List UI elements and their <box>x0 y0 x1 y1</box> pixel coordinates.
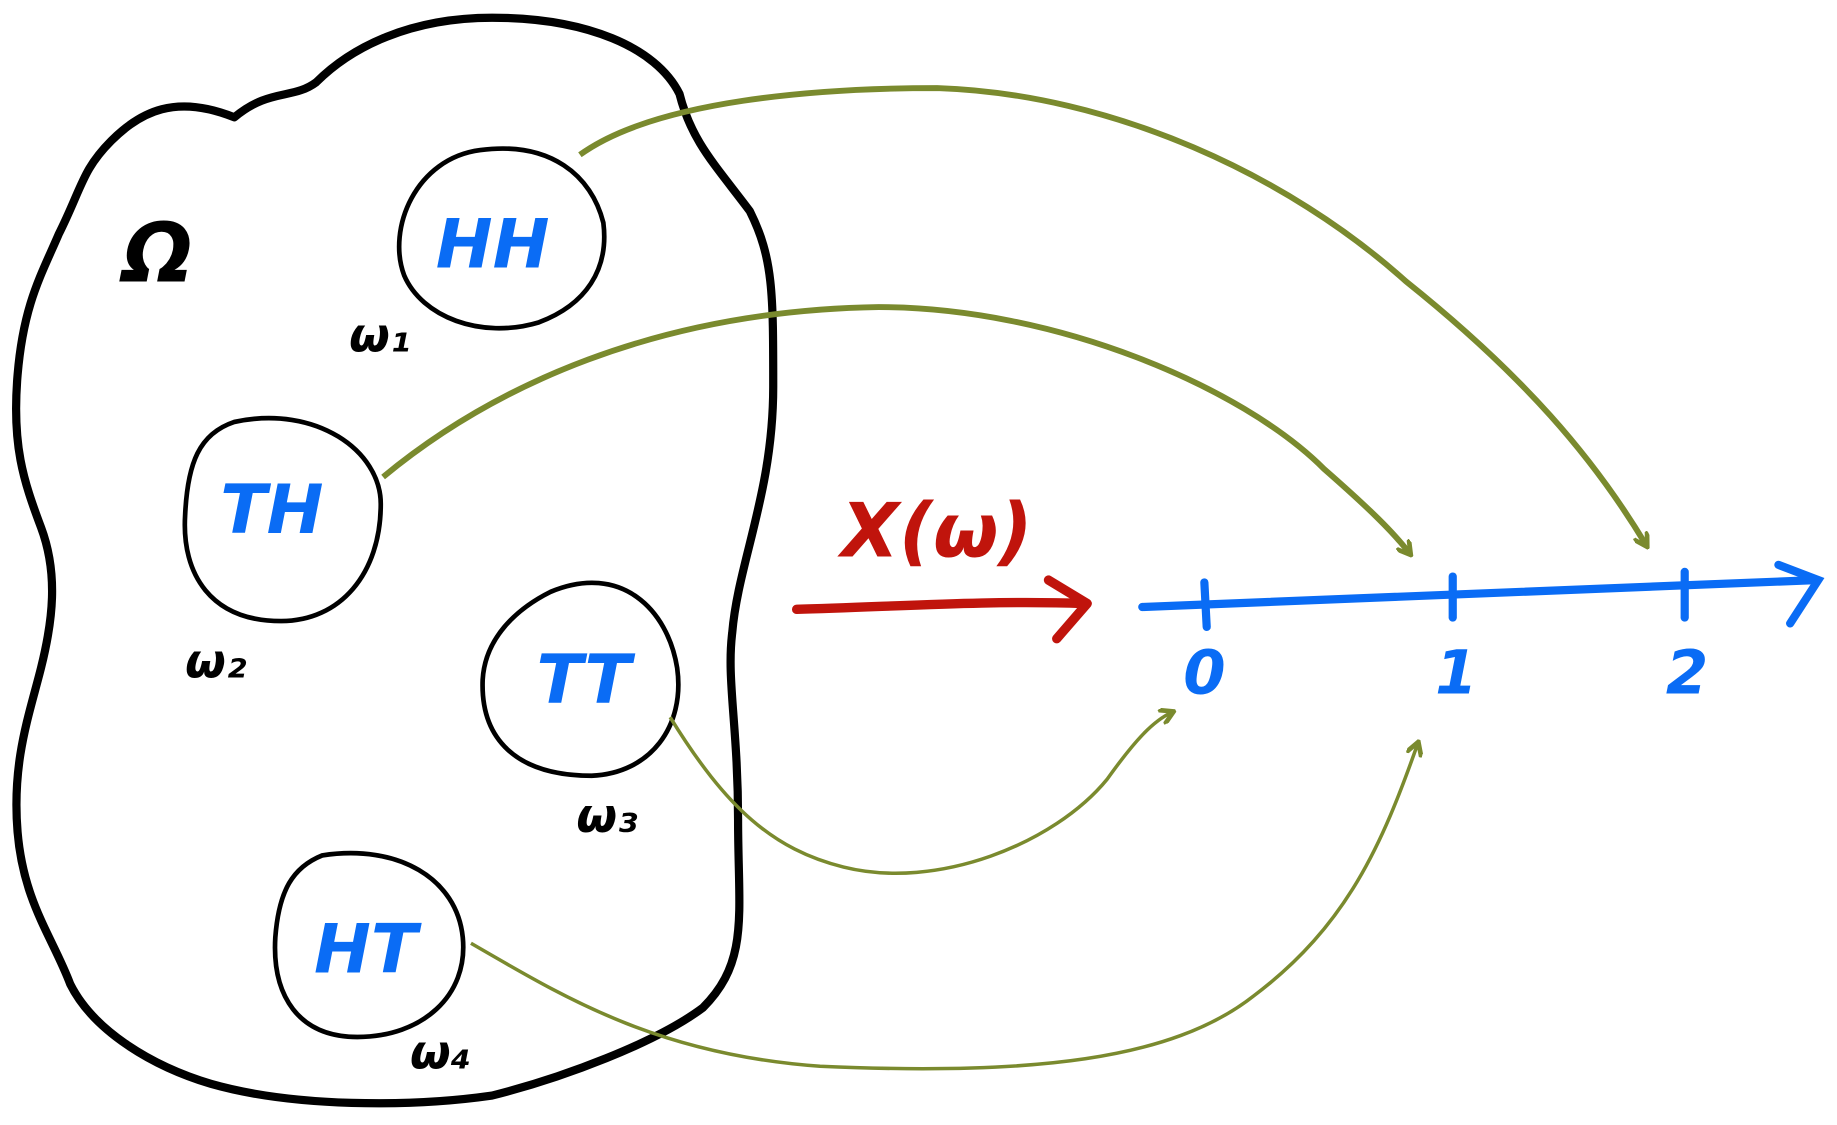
outcome-th: TH ω₂ <box>182 415 384 689</box>
tick-label: 0 <box>1183 638 1225 709</box>
tick-mark <box>1200 578 1211 632</box>
arrow-tt-to-0 <box>668 712 1171 875</box>
outcome-tt: TT ω₃ <box>480 580 681 844</box>
outcome-circle <box>396 146 607 331</box>
number-line-arrowhead-icon <box>1774 560 1825 628</box>
outcome-circle <box>480 580 681 779</box>
mapping-arrowhead-icon <box>1043 575 1092 644</box>
mapping-arrow <box>791 597 1089 615</box>
outcome-circle <box>182 415 384 624</box>
outcome-hh: HH ω₁ <box>349 146 607 364</box>
omega-label: ω₃ <box>576 790 637 844</box>
tick-label: 1 <box>1435 638 1477 709</box>
outcome-label: HT <box>314 911 422 990</box>
tick-label: 2 <box>1666 638 1708 709</box>
arrow-th-to-1 <box>381 304 1409 553</box>
omega-label: ω₁ <box>349 310 410 364</box>
sample-space-label: Ω <box>119 206 193 301</box>
outcome-label: TT <box>537 641 636 720</box>
number-line: 0 1 2 <box>1138 560 1825 709</box>
mapping-label: X(ω) <box>837 487 1032 575</box>
sample-space-boundary <box>11 13 778 1108</box>
omega-label: ω₄ <box>410 1027 471 1081</box>
arrow-ht-to-1 <box>470 744 1418 1071</box>
arrow-hh-to-2 <box>578 85 1646 545</box>
outcome-label: TH <box>220 471 323 550</box>
number-line-axis <box>1138 575 1821 612</box>
outcome-ht: HT ω₄ <box>272 850 471 1081</box>
omega-label: ω₂ <box>185 635 247 689</box>
outcome-label: HH <box>436 205 550 284</box>
outcome-circle <box>272 850 466 1040</box>
